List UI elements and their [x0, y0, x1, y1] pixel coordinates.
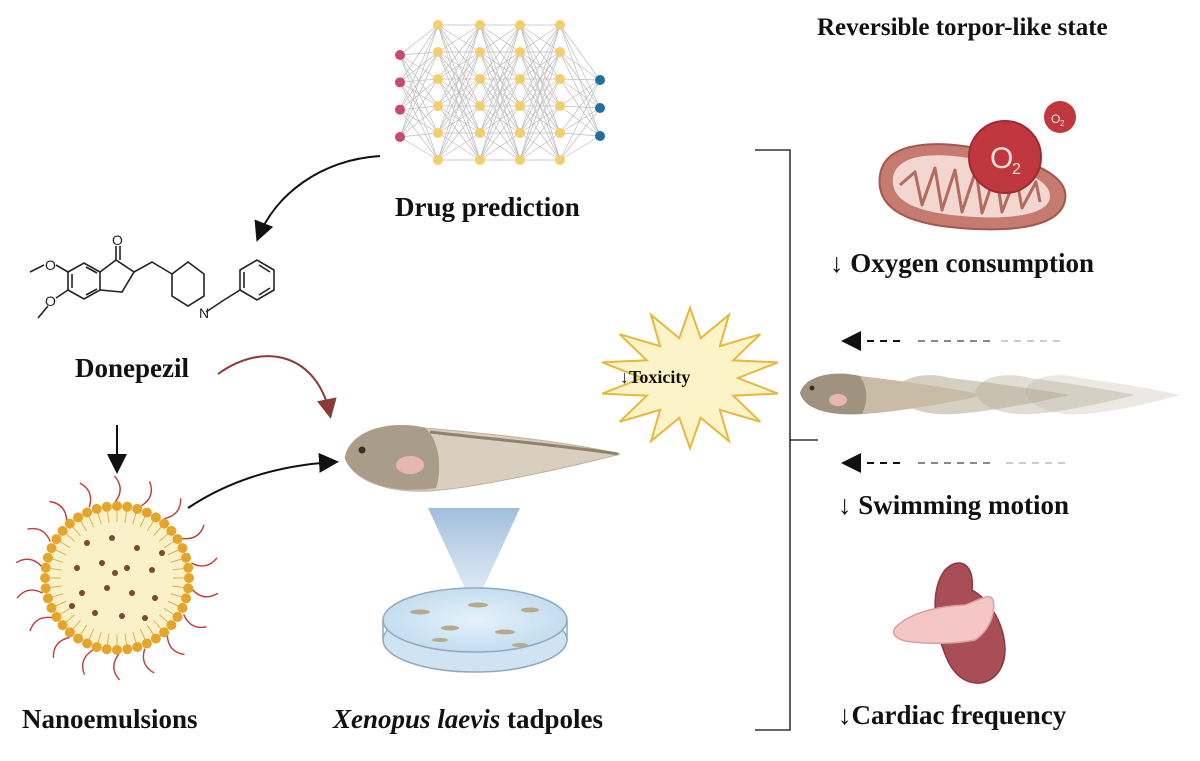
surfactant-tail — [113, 653, 121, 681]
swimming-down-arrow: ↓ — [838, 490, 852, 520]
nn-hidden-node — [475, 101, 485, 111]
surfactant-tail — [142, 648, 155, 674]
effects-bracket — [755, 149, 818, 731]
nn-hidden-node — [433, 74, 443, 84]
surfactant-tail — [52, 636, 70, 658]
donepezil-methoxy-o1: O — [45, 257, 56, 273]
label-swimming-motion: ↓ Swimming motion — [838, 490, 1069, 521]
arrow-donepezil-to-tadpole — [217, 355, 337, 419]
oxygen-text: Oxygen consumption — [850, 248, 1095, 278]
surfactant-tail — [15, 558, 43, 568]
nn-hidden-node — [433, 47, 443, 57]
nn-hidden-node — [555, 155, 565, 165]
nn-hidden-node — [475, 20, 485, 30]
nn-hidden-node — [475, 128, 485, 138]
title-reversible-torpor: Reversible torpor-like state — [817, 14, 1108, 41]
heart-icon — [893, 562, 1006, 684]
neural-network-icon — [395, 20, 605, 165]
surfactant-tail — [49, 500, 68, 522]
arrow-prediction-to-donepezil — [254, 155, 381, 242]
label-oxygen-consumption: ↓ Oxygen consumption — [830, 248, 1094, 279]
nn-hidden-node — [475, 47, 485, 57]
label-tadpoles-text: tadpoles — [500, 704, 604, 734]
label-cardiac-frequency: ↓Cardiac frequency — [838, 700, 1066, 731]
o2-small-subscript: 2 — [1060, 119, 1065, 128]
nn-hidden-node — [555, 20, 565, 30]
toxicity-starburst-icon — [601, 304, 779, 452]
surfactant-tail — [166, 634, 185, 656]
cardiac-down-arrow: ↓ — [838, 700, 852, 730]
nn-input-node — [395, 104, 405, 115]
nn-hidden-node — [515, 20, 525, 30]
surfactant-tail — [29, 616, 53, 632]
label-xenopus-italic: Xenopus laevis — [333, 704, 501, 734]
surfactant-tail — [27, 527, 51, 542]
nn-output-node — [595, 75, 605, 85]
surfactant-tail — [140, 481, 153, 507]
surfactant-tail — [183, 614, 207, 629]
nn-hidden-node — [475, 155, 485, 165]
nn-output-node — [595, 103, 605, 113]
arrow-nano-to-tadpole — [187, 452, 339, 509]
label-xenopus-tadpoles: Xenopus laevis tadpoles — [333, 704, 603, 735]
surfactant-tail — [113, 475, 121, 503]
nn-hidden-node — [475, 74, 485, 84]
o2-large-bubble-icon — [968, 120, 1042, 194]
nn-hidden-node — [555, 128, 565, 138]
nn-hidden-node — [555, 47, 565, 57]
nn-hidden-node — [555, 101, 565, 111]
surfactant-tail — [164, 498, 182, 520]
donepezil-structure-icon — [29, 246, 275, 319]
label-toxicity: ↓Toxicity — [620, 367, 690, 388]
surfactant-tail — [191, 557, 218, 567]
o2-large-subscript: 2 — [1012, 161, 1021, 178]
swimming-text: Swimming motion — [858, 490, 1070, 520]
donepezil-nitrogen: N — [199, 305, 209, 321]
label-donepezil: Donepezil — [75, 353, 189, 383]
nn-hidden-node — [433, 128, 443, 138]
nn-hidden-node — [515, 101, 525, 111]
nn-hidden-node — [515, 47, 525, 57]
nn-output-node — [595, 131, 605, 141]
toxicity-down-arrow: ↓ — [620, 367, 629, 387]
surfactant-tail — [191, 588, 219, 598]
nn-hidden-node — [433, 20, 443, 30]
o2-large-label: O — [990, 142, 1013, 175]
oxygen-down-arrow: ↓ — [830, 248, 844, 278]
nn-input-node — [395, 50, 405, 60]
surfactant-tail — [181, 524, 205, 540]
observation-beam-icon — [428, 508, 520, 608]
swimming-tadpoles-icon — [800, 373, 1180, 415]
nn-input-node — [395, 132, 405, 142]
surfactant-tail — [81, 649, 94, 675]
petri-dish-icon — [382, 587, 568, 673]
toxicity-text: Toxicity — [629, 367, 691, 387]
surfactant-tail — [16, 589, 43, 599]
cardiac-text: Cardiac frequency — [851, 700, 1067, 730]
nanoemulsion-droplet-icon — [15, 475, 219, 681]
nn-hidden-node — [515, 74, 525, 84]
tadpole-icon — [344, 424, 621, 492]
nn-input-node — [395, 77, 405, 88]
nn-hidden-node — [433, 155, 443, 165]
surfactant-tail — [79, 482, 92, 508]
nn-hidden-node — [515, 155, 525, 165]
nn-hidden-node — [433, 101, 443, 111]
label-drug-prediction: Drug prediction — [395, 192, 580, 222]
donepezil-carbonyl-o: O — [112, 232, 123, 248]
label-nanoemulsions: Nanoemulsions — [22, 704, 198, 734]
nn-hidden-node — [555, 74, 565, 84]
o2-small-label: O — [1051, 112, 1060, 126]
donepezil-methoxy-o2: O — [45, 293, 56, 309]
nn-hidden-node — [515, 128, 525, 138]
o2-small-bubble-icon — [1044, 101, 1076, 133]
